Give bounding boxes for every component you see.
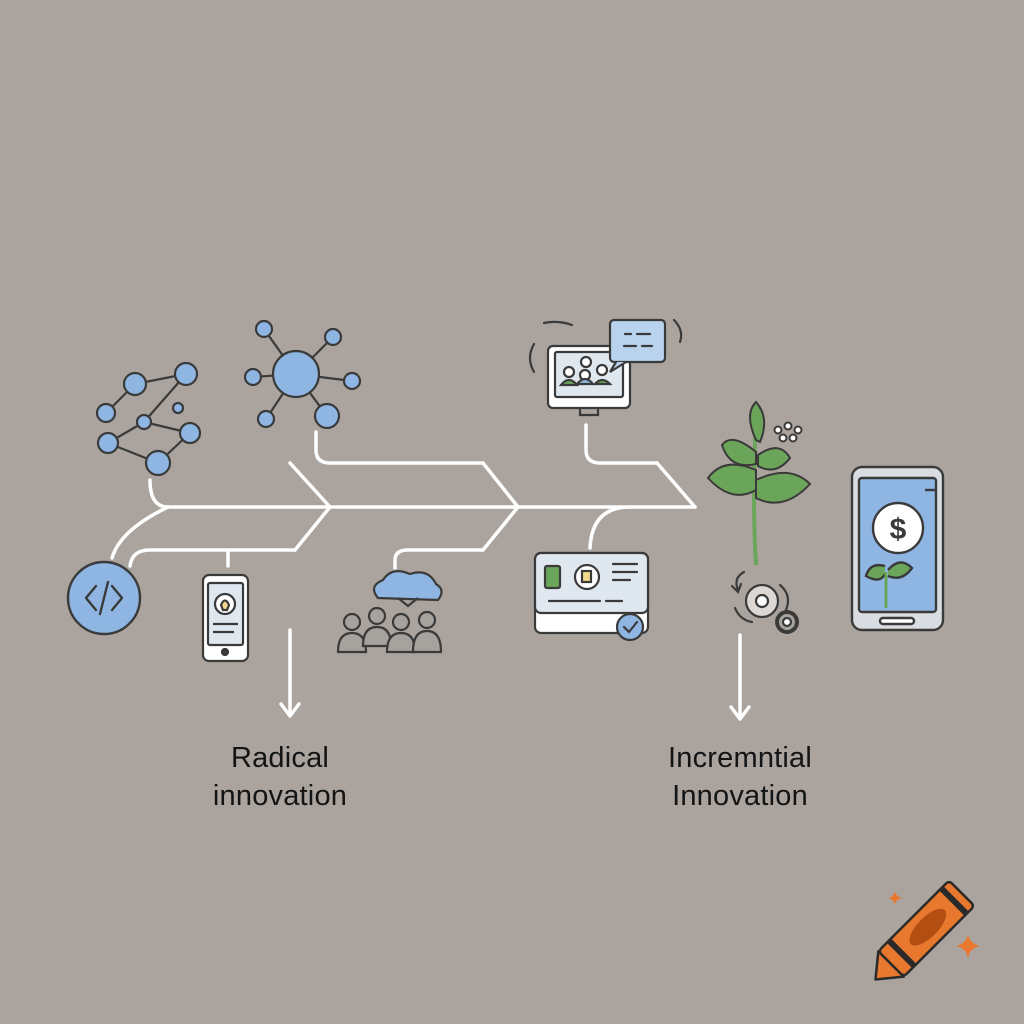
sparkle-icon [888,891,902,905]
chevron-2 [481,461,520,552]
link-monitor [584,423,659,465]
chevron-1 [288,461,332,552]
cloud-team-icon [336,569,443,654]
hub-node-icon [243,319,362,430]
network-graph-icon [95,361,202,477]
chevron-3 [655,461,697,509]
arrow-radical [279,628,301,718]
radical-label-line-2: innovation [212,780,348,812]
currency-symbol: $ [890,513,907,546]
dashboard-card-icon [533,551,650,642]
crayon-logo-icon [874,880,975,981]
link-hub [314,430,485,465]
link-cloud [393,548,485,570]
link-phone [128,548,297,568]
gear-cycle-icon [730,570,799,634]
incremental-innovation-label: Incremntial Innovation [615,739,865,815]
link-network [148,478,170,509]
code-circle-icon [66,560,142,636]
monitor-video-call-icon [528,318,683,417]
link-dashboard [588,505,632,550]
link-code [110,505,170,560]
radical-innovation-label: Radical innovation [170,739,390,815]
radical-label-line-1: Radical [230,742,330,774]
arrow-incremental [729,633,751,721]
mobile-finance-icon [850,465,945,632]
sparkle-icon [956,934,980,958]
smartphone-lightbulb-icon [201,573,250,663]
incremental-label-line-1: Incremntial [667,742,813,774]
timeline-connectors [110,423,751,721]
incremental-label-line-2: Innovation [672,780,808,812]
sprout-plant-icon [706,400,812,566]
